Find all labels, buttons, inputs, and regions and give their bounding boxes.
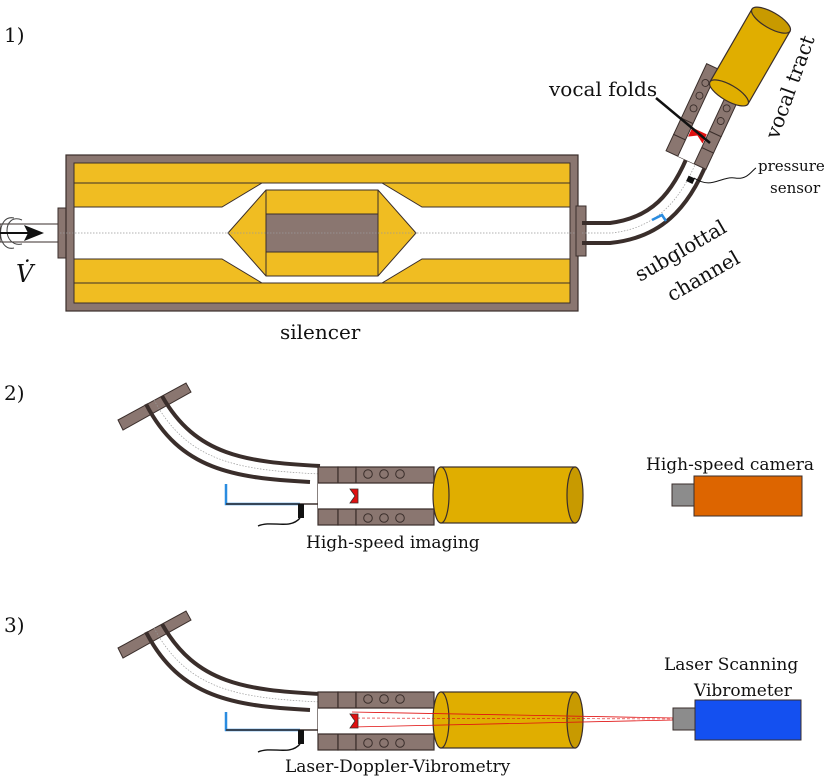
panel-1-number: 1) (4, 23, 25, 47)
silencer-label: silencer (280, 320, 361, 344)
laser-scanning-label-line1: Laser Scanning (664, 655, 798, 675)
pressure-sensor-2 (298, 504, 304, 518)
high-speed-imaging-label: High-speed imaging (306, 533, 480, 553)
vocal-tract-tube-2 (432, 466, 584, 524)
vocal-tract-tube-3 (432, 691, 584, 749)
vocal-folds-label: vocal folds (548, 77, 657, 101)
pressure-sensor-label-line2: sensor (770, 179, 821, 197)
pressure-sensor-3 (298, 730, 304, 744)
panel-2-number: 2) (4, 381, 25, 405)
pressure-sensor-cable-3 (257, 743, 301, 753)
pressure-sensor-cable-2 (257, 517, 301, 527)
camera-icon (671, 475, 803, 517)
vocal-tract-tube (708, 6, 792, 107)
subglottal-channel (575, 149, 710, 257)
subglottal-channel-3 (117, 610, 321, 732)
pressure-sensor-label-line1: pressure (758, 157, 825, 175)
pressure-sensor-lead (693, 167, 757, 184)
panel-3-number: 3) (4, 613, 25, 637)
vibrometer-icon (672, 699, 802, 741)
flow-arrow-icon (0, 225, 44, 241)
laser-scanning-label-line2: Vibrometer (693, 681, 793, 701)
silencer (60, 154, 590, 312)
subglottal-channel-2 (117, 382, 321, 506)
high-speed-camera-label: High-speed camera (646, 455, 814, 475)
ldv-label: Laser-Doppler-Vibrometry (285, 757, 511, 776)
vocal-folds-unit-3 (317, 691, 435, 751)
vocal-folds-unit-2 (317, 466, 435, 526)
flow-rate-symbol: V̇ (16, 260, 36, 288)
laser-beams (351, 711, 675, 728)
vocal-folds-pointer (655, 97, 711, 144)
